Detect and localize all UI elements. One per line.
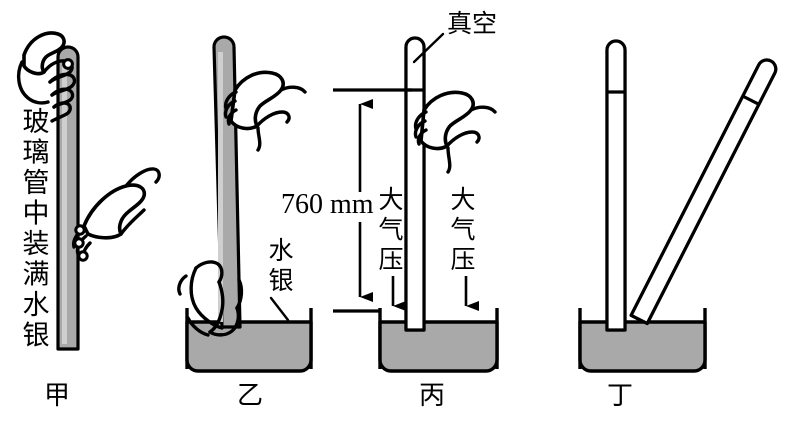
- leader-line-vacuum: [412, 32, 445, 64]
- panel-label-bing: 丙: [419, 381, 445, 411]
- glass-tube-ding-vertical: [605, 39, 627, 332]
- label-char: 气: [378, 215, 403, 244]
- panel-label-jia: 甲: [44, 381, 70, 411]
- label-char: 装: [23, 229, 50, 260]
- panel-yi: 水 银 乙: [177, 35, 313, 411]
- glass-tube-bing: [404, 36, 426, 332]
- dimension-760mm: 760 mm: [276, 88, 412, 313]
- label-char: 压: [378, 245, 403, 274]
- label-char: 水: [268, 236, 293, 265]
- label-mercury-yi: 水 银: [268, 236, 294, 322]
- label-char: 水: [23, 290, 50, 321]
- panel-label-ding: 丁: [607, 381, 633, 411]
- label-vacuum-text: 真空: [447, 9, 497, 38]
- label-atmos-left: 大 气 压: [378, 185, 403, 274]
- hand-bing: [413, 90, 497, 174]
- label-char: 银: [23, 321, 50, 352]
- label-char: 大: [378, 185, 403, 214]
- label-char: 满: [23, 260, 50, 291]
- label-char: 气: [450, 215, 475, 244]
- panel-bing: 真空 760 mm: [276, 9, 499, 411]
- label-char: 银: [268, 266, 293, 295]
- label-char: 压: [450, 245, 475, 274]
- dim-label-backdrop: [276, 192, 362, 222]
- tube-highlight-jia: [62, 62, 67, 344]
- panel-label-yi: 乙: [237, 381, 263, 411]
- hand-lower-jia: [71, 167, 161, 262]
- label-vacuum-bing: 真空: [412, 9, 497, 64]
- label-char: 中: [23, 199, 50, 230]
- label-atmos-right: 大 气 压: [450, 185, 475, 274]
- hand-lower-yi: [177, 260, 244, 337]
- mercury-dish-bing: [378, 308, 499, 373]
- dimension-label: 760 mm: [281, 189, 374, 220]
- hand-upper-yi: [223, 70, 307, 152]
- mercury-dish-ding: [578, 308, 707, 373]
- label-char: 璃: [23, 138, 50, 169]
- label-char: 玻: [23, 107, 50, 138]
- leader-line-mercury: [269, 296, 290, 322]
- label-tube-filled-jia: 玻 璃 管 中 装 满 水 银: [23, 107, 50, 352]
- label-char: 管: [23, 168, 50, 199]
- tube-highlight-yi: [218, 52, 223, 322]
- glass-tube-jia: [56, 45, 80, 351]
- mercury-surface-line-ding-tilted: [742, 94, 760, 106]
- hand-upper-jia: [16, 31, 77, 123]
- panel-jia: 玻 璃 管 中 装 满 水 银 甲: [16, 31, 161, 411]
- label-char: 大: [450, 185, 475, 214]
- glass-tube-ding-tilted: [629, 58, 778, 326]
- panel-ding: 丁: [578, 39, 778, 411]
